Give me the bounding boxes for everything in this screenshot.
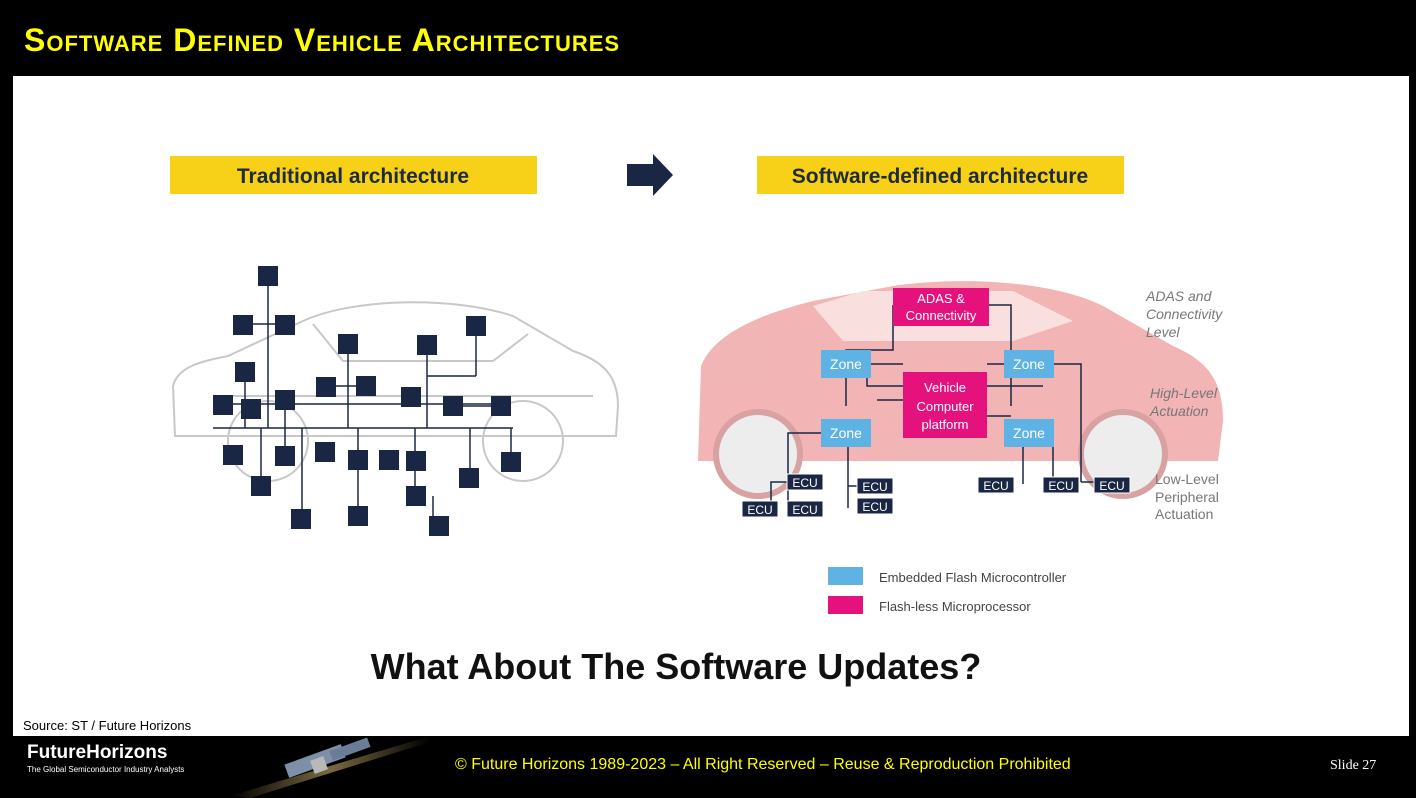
question-text: What About The Software Updates? xyxy=(370,646,982,687)
ecu-node xyxy=(233,315,253,335)
legend-swatch-blue xyxy=(828,567,863,585)
satellite-icon xyxy=(230,736,430,798)
level-low-2: Peripheral xyxy=(1155,489,1219,505)
ecu-node xyxy=(251,476,271,496)
ecu-node xyxy=(315,442,335,462)
slide-header: Software Defined Vehicle Architectures xyxy=(0,0,1416,76)
future-horizons-logo: FutureHorizons xyxy=(27,742,168,763)
ecu-node xyxy=(223,445,243,465)
arrow-right-icon xyxy=(627,154,673,196)
vehicle-line-3: platform xyxy=(922,417,969,432)
ecu-node xyxy=(338,334,358,354)
ecu-node xyxy=(348,450,368,470)
traditional-label-box xyxy=(170,156,537,194)
slide-title: Software Defined Vehicle Architectures xyxy=(24,22,621,58)
zone-label: Zone xyxy=(830,356,862,372)
ecu-node xyxy=(213,395,233,415)
ecu-box: ECU xyxy=(1042,476,1080,494)
ecu-node xyxy=(316,377,336,397)
level-labels: ADAS and Connectivity Level High-Level A… xyxy=(1145,288,1223,419)
ecu-label: ECU xyxy=(1048,479,1073,493)
ecu-node xyxy=(406,451,426,471)
ecu-label: ECU xyxy=(862,480,887,494)
zone-label: Zone xyxy=(1013,425,1045,441)
ecu-node xyxy=(275,446,295,466)
zone-box: Zone xyxy=(821,350,871,378)
source-note: Source: ST / Future Horizons xyxy=(23,718,192,733)
zone-box: Zone xyxy=(821,419,871,447)
ecu-node xyxy=(356,376,376,396)
level-low-3: Actuation xyxy=(1155,506,1213,522)
slide-content: Traditional architecture Software-define… xyxy=(13,76,1409,736)
level-labels-low: Low-Level Peripheral Actuation xyxy=(1155,471,1219,522)
architecture-diagram: Traditional architecture Software-define… xyxy=(170,154,1223,614)
ecu-label: ECU xyxy=(747,503,772,517)
copyright-notice: © Future Horizons 1989-2023 – All Right … xyxy=(455,756,1071,773)
legend-swatch-magenta xyxy=(828,596,863,614)
level-adas-2: Connectivity xyxy=(1146,306,1223,322)
ecu-node xyxy=(491,396,511,416)
level-adas-1: ADAS and xyxy=(1145,288,1213,304)
ecu-label: ECU xyxy=(862,500,887,514)
legend: Embedded Flash Microcontroller Flash-les… xyxy=(828,567,1067,614)
adas-line-1: ADAS & xyxy=(917,291,965,306)
ecu-node xyxy=(401,387,421,407)
ecu-node xyxy=(406,486,426,506)
ecu-node xyxy=(443,396,463,416)
level-low-1: Low-Level xyxy=(1155,471,1219,487)
ecu-node xyxy=(275,315,295,335)
ecu-label: ECU xyxy=(792,503,817,517)
software-defined-label: Software-defined architecture xyxy=(792,165,1088,188)
ecu-label: ECU xyxy=(1099,479,1124,493)
ecu-node xyxy=(275,390,295,410)
ecu-box: ECU xyxy=(856,477,894,495)
ecu-box: ECU xyxy=(977,476,1015,494)
slide-number: Slide 27 xyxy=(1330,758,1377,773)
zone-box: Zone xyxy=(1004,419,1054,447)
logo-tagline: The Global Semiconductor Industry Analys… xyxy=(27,765,185,774)
legend-label-magenta: Flash-less Microprocessor xyxy=(879,599,1031,614)
zone-box: Zone xyxy=(1004,350,1054,378)
ecu-node xyxy=(501,452,521,472)
ecu-node xyxy=(459,468,479,488)
level-high-1: High-Level xyxy=(1150,385,1218,401)
vehicle-line-1: Vehicle xyxy=(924,380,966,395)
legend-label-blue: Embedded Flash Microcontroller xyxy=(879,570,1067,585)
software-defined-label-box xyxy=(757,156,1124,194)
slide-footer: FutureHorizons The Global Semiconductor … xyxy=(0,736,1416,798)
traditional-label: Traditional architecture xyxy=(237,165,469,188)
vehicle-line-2: Computer xyxy=(916,399,974,414)
ecu-node xyxy=(258,266,278,286)
zone-label: Zone xyxy=(830,425,862,441)
ecu-node xyxy=(417,335,437,355)
level-high-2: Actuation xyxy=(1149,403,1209,419)
ecu-box: ECU xyxy=(741,500,779,518)
ecu-node xyxy=(235,362,255,382)
ecu-label: ECU xyxy=(792,476,817,490)
ecu-node xyxy=(348,506,368,526)
zone-label: Zone xyxy=(1013,356,1045,372)
ecu-box: ECU xyxy=(1093,476,1131,494)
ecu-box: ECU xyxy=(856,497,894,515)
adas-line-2: Connectivity xyxy=(906,308,977,323)
ecu-node xyxy=(379,450,399,470)
ecu-node xyxy=(241,399,261,419)
ecu-box: ECU xyxy=(786,473,824,491)
ecu-label: ECU xyxy=(983,479,1008,493)
ecu-node xyxy=(466,316,486,336)
vehicle-computer-platform-box: Vehicle Computer platform xyxy=(903,372,987,438)
ecu-box: ECU xyxy=(786,500,824,518)
ecu-node xyxy=(291,509,311,529)
level-adas-3: Level xyxy=(1146,324,1180,340)
traditional-nodes xyxy=(213,266,521,536)
adas-connectivity-box: ADAS & Connectivity xyxy=(893,288,989,326)
ecu-node xyxy=(429,516,449,536)
